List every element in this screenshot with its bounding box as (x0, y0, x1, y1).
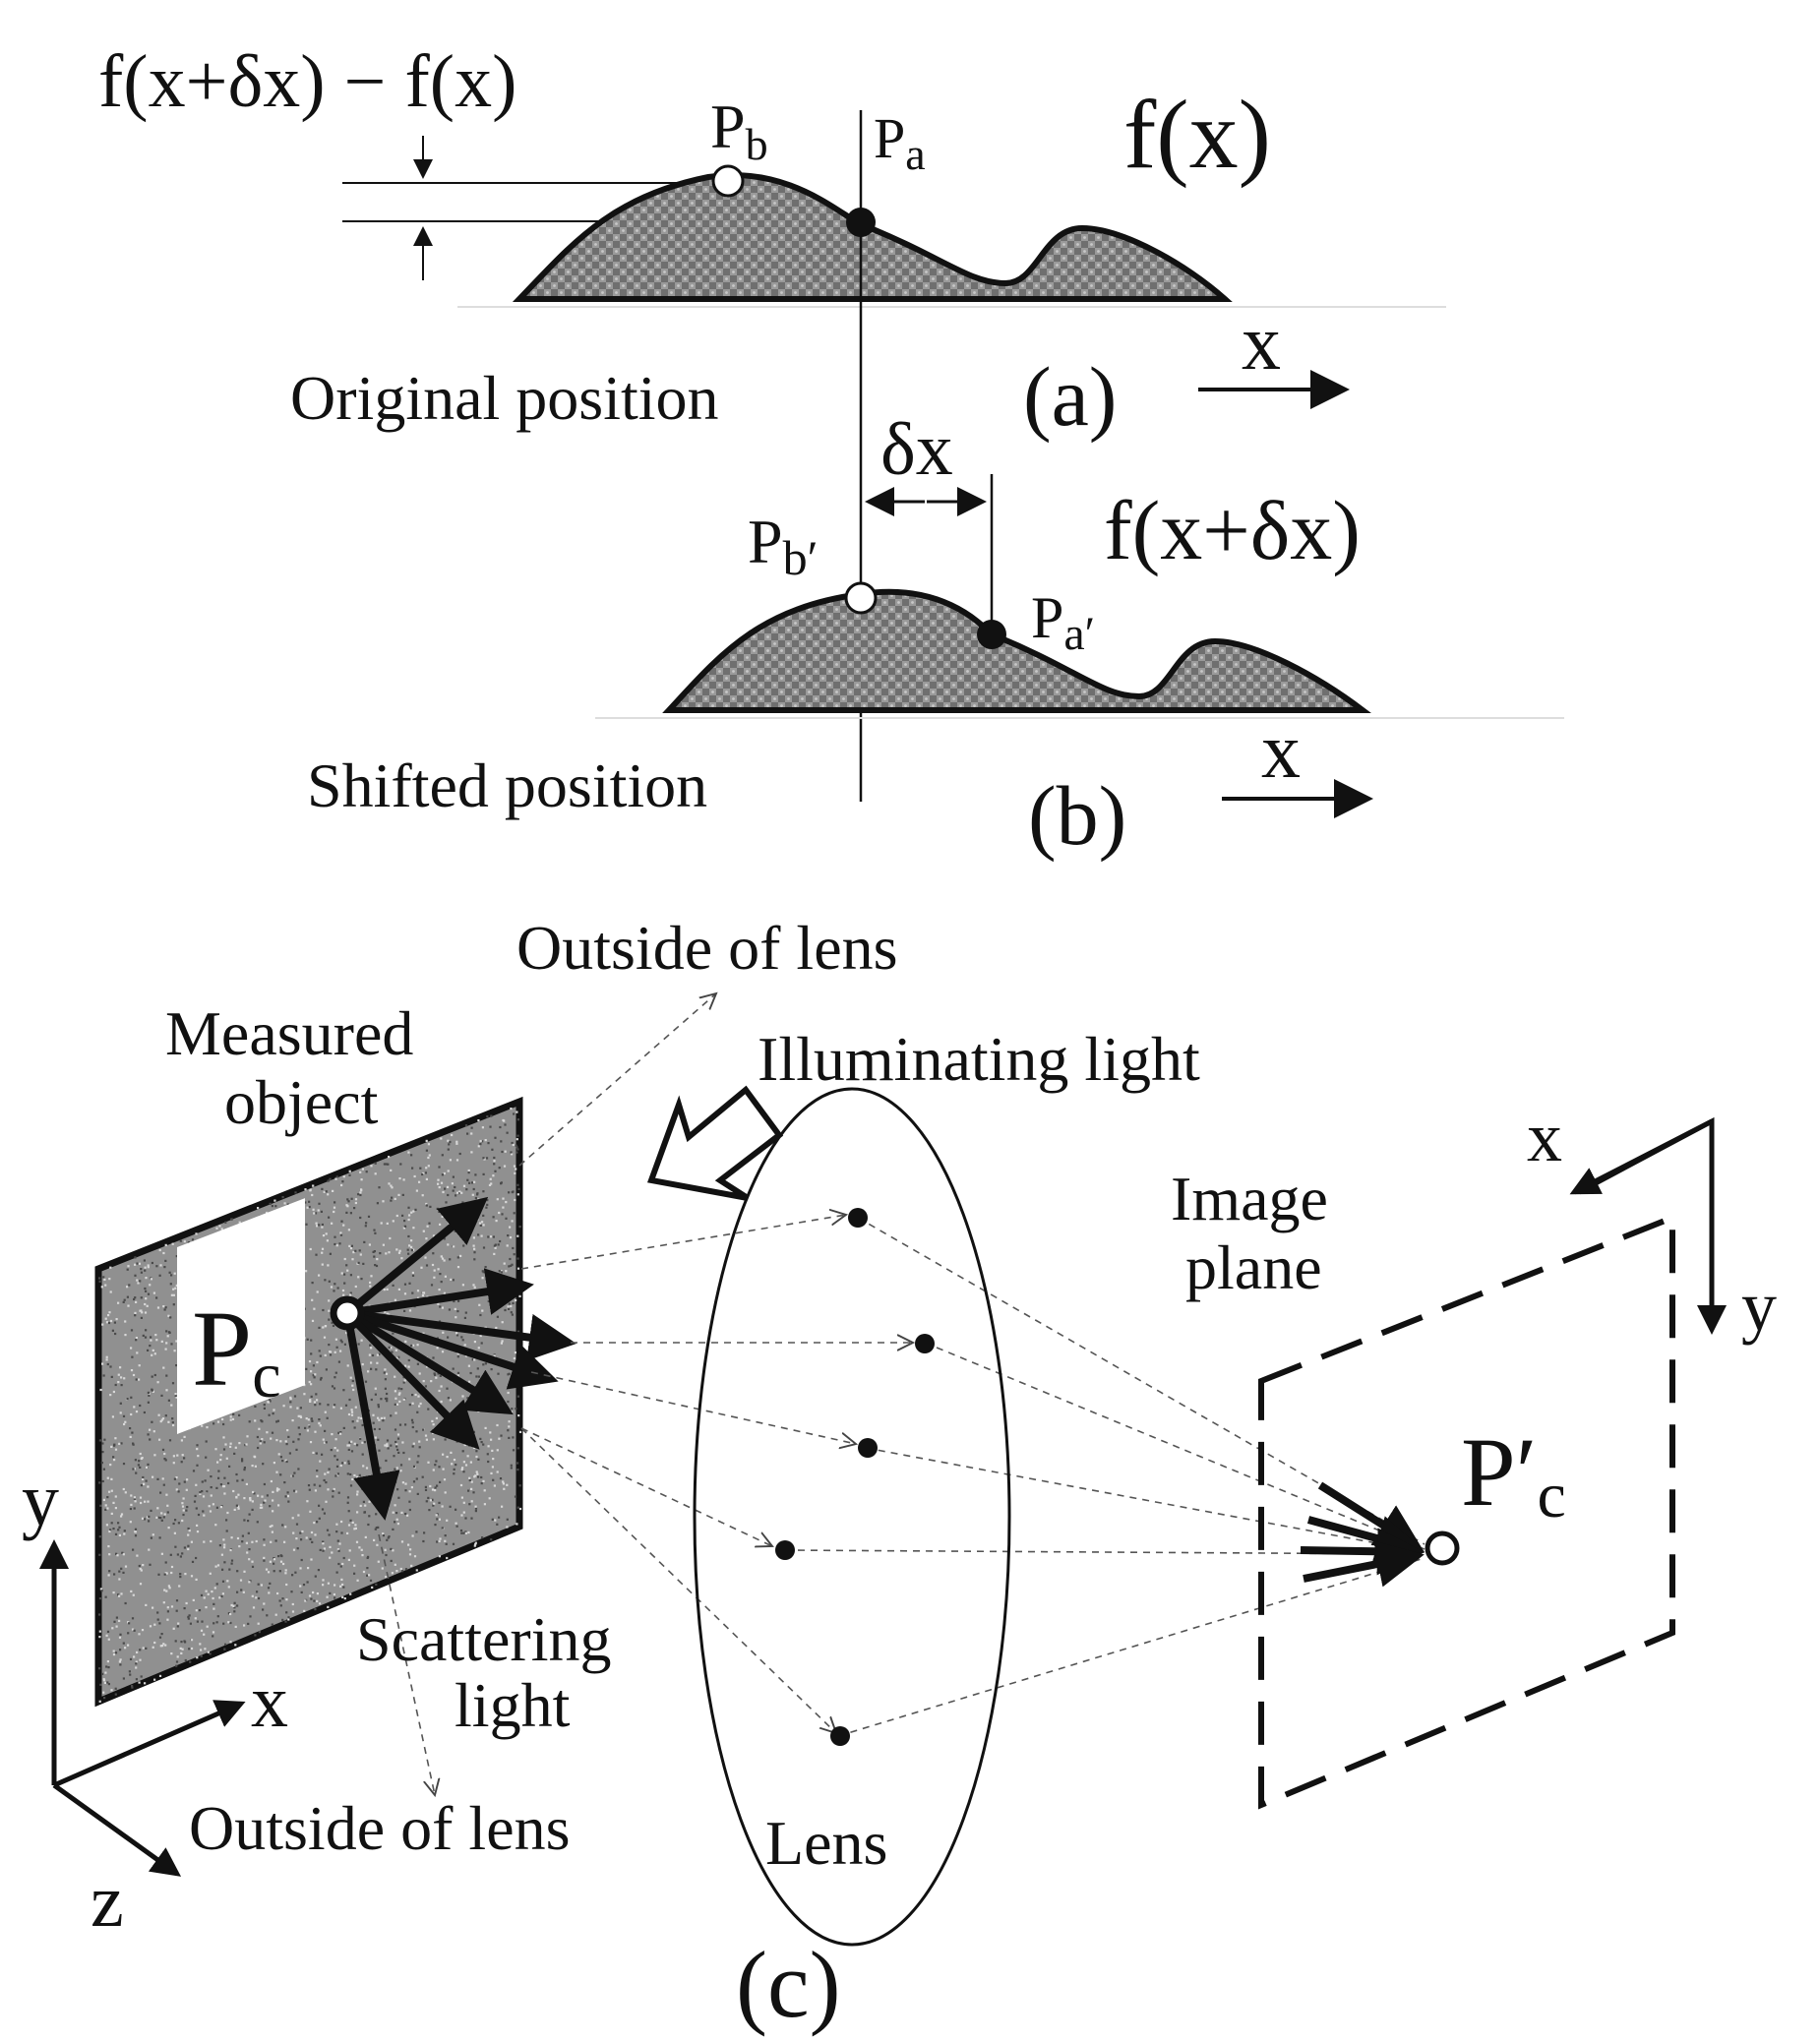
label-pc-image: P′c (1461, 1417, 1566, 1531)
axis-label-b: x (1261, 708, 1301, 795)
caption-a: (a) (1023, 349, 1117, 444)
world-axis-z-label: z (91, 1860, 124, 1943)
label-pa-prime: Pa′ (1031, 585, 1095, 660)
original-position-label: Original position (290, 363, 719, 433)
image-plane-label-1: Image (1171, 1164, 1328, 1233)
caption-c: (c) (736, 1932, 841, 2037)
outside-lens-bottom-label: Outside of lens (189, 1793, 571, 1863)
caption-b: (b) (1028, 768, 1126, 863)
world-axis-x (52, 1700, 246, 1788)
illuminating-light-label: Illuminating light (758, 1024, 1200, 1094)
function-label-a: f(x) (1123, 80, 1271, 189)
axis-label-a: x (1242, 300, 1281, 387)
plane-axis-x-arrow (1569, 1118, 1714, 1195)
label-pb: Pb (710, 91, 768, 169)
world-axis-x-label: x (251, 1660, 288, 1743)
label-pa: Pa (874, 106, 926, 179)
point-pa (846, 208, 876, 237)
world-axis-y-label: y (22, 1459, 59, 1541)
function-label-b: f(x+δx) (1104, 483, 1361, 577)
shifted-position-label: Shifted position (307, 750, 707, 820)
profile-shifted (662, 588, 1371, 713)
illuminating-light-arrow (646, 1085, 784, 1201)
plane-axis-corner (1577, 1116, 1715, 1323)
image-plane-label-2: plane (1185, 1232, 1322, 1302)
point-pb-prime (844, 581, 878, 615)
lens-label: Lens (765, 1808, 887, 1878)
scattering-light-label-1: Scattering (356, 1604, 611, 1674)
world-axis-z (52, 1782, 182, 1877)
shift-label: δx (880, 408, 953, 491)
point-pb (711, 164, 745, 198)
profile-original (512, 172, 1233, 302)
plane-axis-y-label: y (1741, 1267, 1777, 1346)
panel-b: δx f(x+δx) Pb′ Pa′ x (b) Shifted positio… (307, 408, 1564, 863)
scattering-arrows (343, 1196, 576, 1521)
scattering-light-label-2: light (455, 1670, 571, 1740)
panel-c: Outside of lens Measured object Illumina… (22, 913, 1777, 2037)
lens-points (775, 1208, 935, 1746)
pc-label-background (177, 1198, 305, 1434)
image-plane (1258, 1213, 1675, 1810)
plane-axis-x-label: x (1527, 1098, 1562, 1176)
difference-label: f(x+δx) − f(x) (98, 40, 516, 123)
point-pa-prime (977, 620, 1006, 649)
measured-object-label-1: Measured (165, 998, 413, 1068)
lens (693, 1087, 1011, 1947)
label-pb-prime: Pb′ (748, 507, 819, 585)
converging-arrows (1300, 1481, 1425, 1588)
light-rays (378, 993, 1426, 1795)
point-pc (330, 1295, 365, 1331)
measured-object-label-2: object (224, 1067, 379, 1137)
point-pc-image (1425, 1531, 1460, 1566)
outside-lens-top-label: Outside of lens (516, 913, 898, 983)
label-pc: Pc (192, 1289, 280, 1411)
